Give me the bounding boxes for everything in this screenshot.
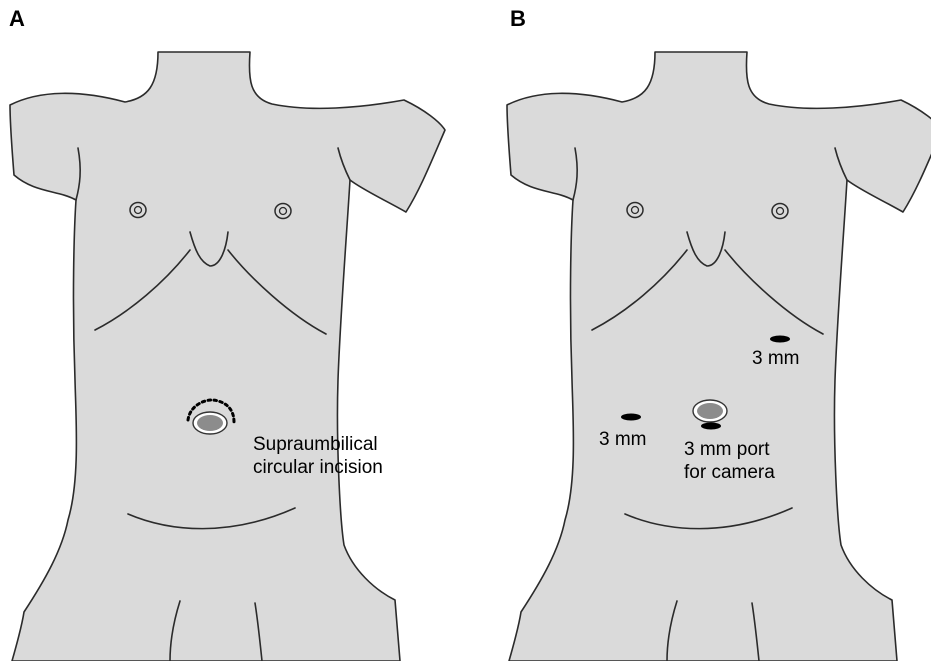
panel-label-b: B — [510, 6, 526, 32]
camera-label-line1: 3 mm port — [684, 438, 775, 461]
camera-port-mark — [701, 423, 721, 430]
umbilicus-b-center — [697, 403, 723, 419]
incision-annotation: Supraumbilical circular incision — [253, 433, 383, 479]
umbilicus-a-center — [197, 415, 223, 431]
camera-label-line2: for camera — [684, 461, 775, 484]
panel-label-a: A — [9, 6, 25, 32]
torso-a — [10, 52, 445, 661]
port-label-left: 3 mm — [599, 428, 647, 451]
incision-label-line2: circular incision — [253, 456, 383, 479]
torso-b — [507, 52, 931, 661]
camera-port-annotation: 3 mm port for camera — [684, 438, 775, 484]
port-mark-right-upper — [770, 336, 790, 343]
port-mark-left — [621, 414, 641, 421]
port-label-right-upper: 3 mm — [752, 347, 800, 370]
incision-label-line1: Supraumbilical — [253, 433, 383, 456]
